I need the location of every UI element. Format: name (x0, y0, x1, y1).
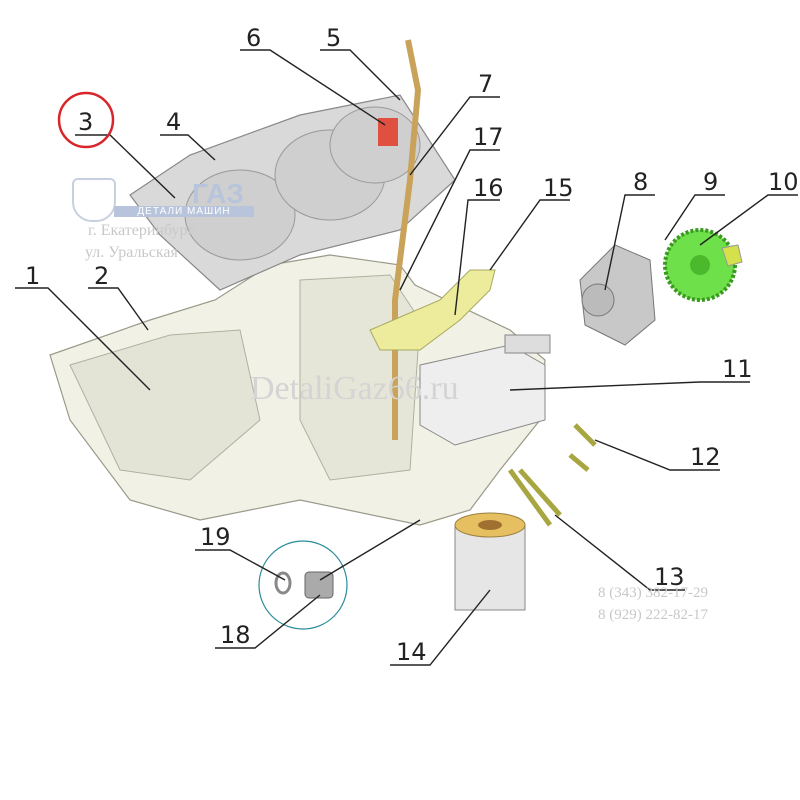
oil-filter (454, 512, 526, 611)
highlight-circle (57, 91, 115, 149)
callout-11: 11 (722, 355, 753, 383)
callout-16: 16 (473, 174, 504, 202)
callout-6: 6 (246, 24, 261, 52)
oil-pump (579, 244, 656, 346)
bolts (507, 423, 597, 527)
watermark-logo: ГАЗ ДЕТАЛИ МАШИН (72, 178, 257, 222)
watermark-street: ул. Уральская (85, 244, 178, 261)
phone-2: 8 (929) 222-82-17 (598, 607, 708, 623)
callout-14: 14 (396, 638, 427, 666)
callout-19: 19 (200, 523, 231, 551)
callout-7: 7 (478, 70, 493, 98)
callout-15: 15 (543, 174, 574, 202)
callout-8: 8 (633, 168, 648, 196)
callout-12: 12 (690, 443, 721, 471)
callout-3: 3 (78, 108, 93, 136)
callout-17: 17 (473, 123, 504, 151)
watermark-city: г. Екатеринбург (88, 222, 195, 239)
callout-13: 13 (654, 563, 685, 591)
callout-4: 4 (166, 108, 181, 136)
callout-1: 1 (25, 262, 40, 290)
callout-2: 2 (94, 262, 109, 290)
phone-1: 8 (343) 382-17-29 (598, 585, 708, 601)
watermark-site: DetaliGaz66.ru (250, 370, 459, 407)
callout-18: 18 (220, 621, 251, 649)
pump-gear (663, 228, 743, 302)
callout-5: 5 (326, 24, 341, 52)
callout-10: 10 (768, 168, 799, 196)
drain-plug-detail (258, 540, 348, 630)
callout-9: 9 (703, 168, 718, 196)
dipstick-clip (378, 118, 398, 146)
oil-pickup-tube (369, 269, 496, 351)
leader-lines (15, 49, 798, 666)
oil-cooler (419, 334, 551, 446)
